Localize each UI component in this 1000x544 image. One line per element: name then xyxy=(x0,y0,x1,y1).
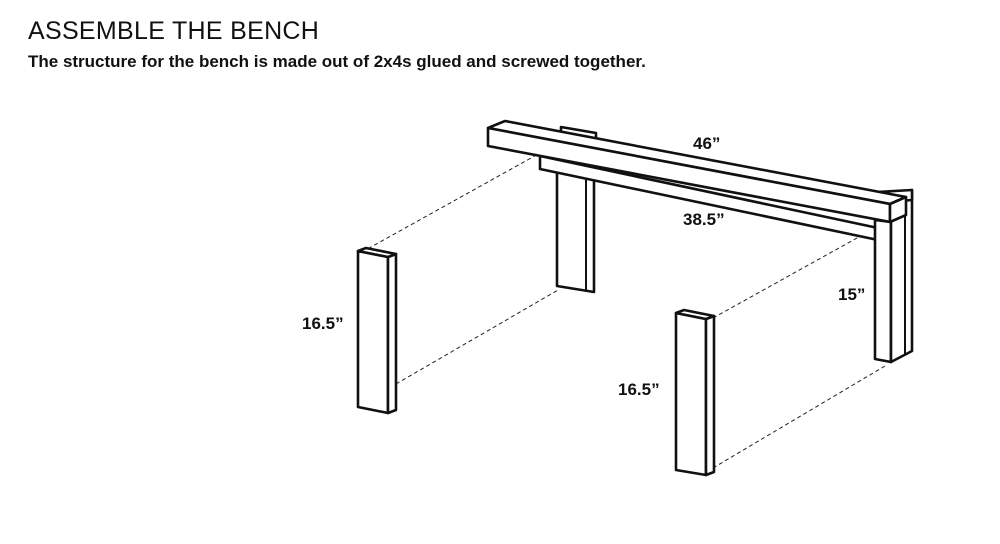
dimension-right-post-label: 15” xyxy=(838,285,865,304)
guide-front-leg-top xyxy=(712,227,876,319)
dimension-top-rail-label: 46” xyxy=(693,134,720,153)
dimension-left-leg-label: 16.5” xyxy=(302,314,344,333)
guide-front-leg-bottom xyxy=(712,365,886,469)
guide-left-leg-bottom xyxy=(395,289,559,385)
guide-left-leg-top xyxy=(361,152,541,253)
assembly-guides xyxy=(361,152,886,469)
dimension-front-leg-label: 16.5” xyxy=(618,380,660,399)
page-title: ASSEMBLE THE BENCH xyxy=(28,17,320,45)
dimension-lower-rail-label: 38.5” xyxy=(683,210,725,229)
loose-leg-left xyxy=(356,246,398,415)
page-subtitle: The structure for the bench is made out … xyxy=(28,52,646,71)
top-rail xyxy=(486,119,908,224)
loose-leg-front xyxy=(674,308,716,477)
